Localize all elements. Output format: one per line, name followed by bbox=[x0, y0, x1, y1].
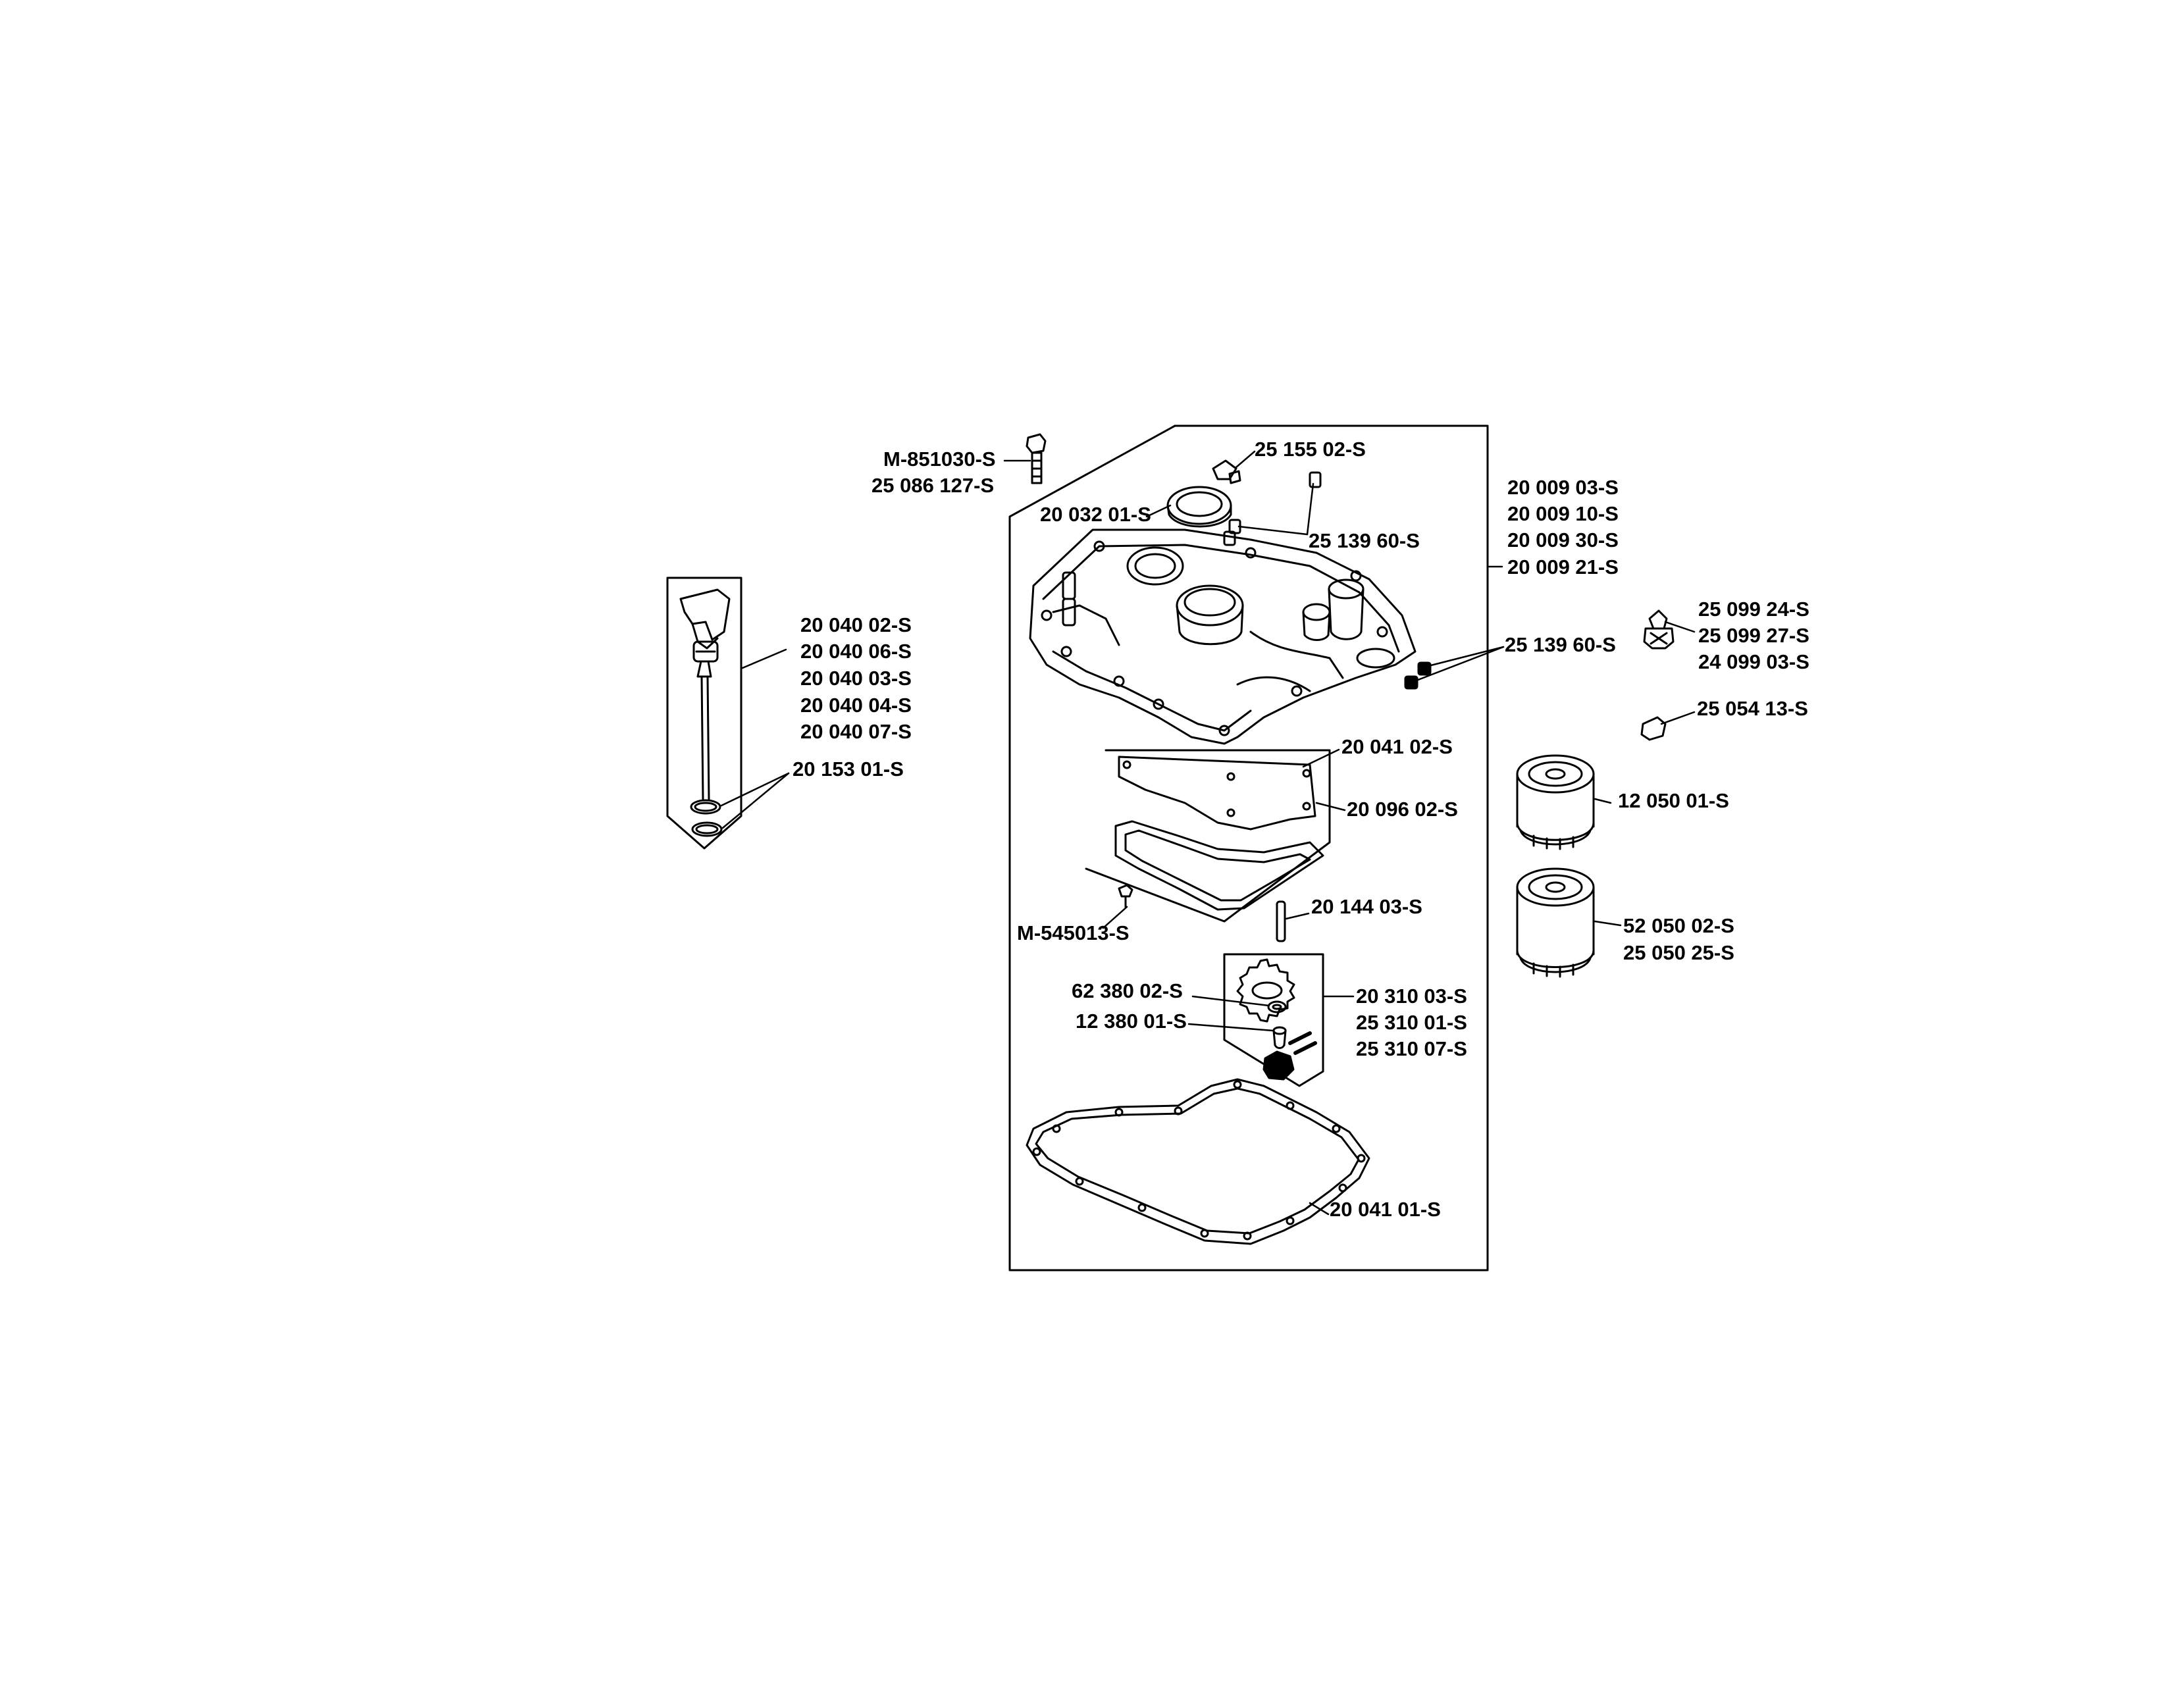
label-connector: 25 054 13-S bbox=[1697, 697, 1808, 720]
cover-plate-illustration bbox=[1029, 528, 1417, 745]
oil-pump-gear-illustration bbox=[1236, 958, 1295, 1023]
top-fitting-illustration bbox=[1212, 459, 1241, 484]
label-oil-filter-1: 12 050 01-S bbox=[1618, 789, 1729, 812]
label-dipstick-kit-4: 20 040 04-S bbox=[800, 694, 912, 717]
label-switch-1: 25 099 24-S bbox=[1698, 598, 1809, 621]
label-oil-pump-3: 25 310 07-S bbox=[1356, 1037, 1467, 1060]
label-dipstick-kit-5: 20 040 07-S bbox=[800, 720, 912, 743]
label-dipstick-o-ring: 20 153 01-S bbox=[793, 757, 904, 781]
connector-illustration bbox=[1640, 716, 1667, 741]
pin-illustration bbox=[1276, 900, 1286, 942]
washer-illustration bbox=[1267, 1000, 1287, 1014]
label-top-screw-1: M-851030-S bbox=[883, 448, 996, 471]
label-oil-pump-2: 25 310 01-S bbox=[1356, 1011, 1467, 1034]
oil-pump-frame bbox=[1223, 953, 1324, 1087]
label-dipstick-kit-2: 20 040 06-S bbox=[800, 640, 912, 663]
label-gasket-plate: 20 041 02-S bbox=[1341, 735, 1453, 758]
top-screw-illustration bbox=[1026, 433, 1047, 484]
label-oil-pump-1: 20 310 03-S bbox=[1356, 985, 1467, 1008]
dipstick-group-frame bbox=[666, 577, 742, 850]
switch-illustration bbox=[1643, 609, 1675, 650]
label-top-screw-2: 25 086 127-S bbox=[871, 474, 995, 497]
label-small-screw: M-545013-S bbox=[1017, 921, 1130, 944]
oil-filter-1-illustration bbox=[1516, 754, 1595, 850]
top-plug-illustrations bbox=[1223, 471, 1432, 690]
label-washer: 62 380 02-S bbox=[1072, 979, 1183, 1002]
label-cover-2: 20 009 10-S bbox=[1507, 502, 1619, 525]
label-switch-3: 24 099 03-S bbox=[1698, 650, 1809, 673]
label-main-gasket: 20 041 01-S bbox=[1330, 1198, 1441, 1221]
oil-filter-2-illustration bbox=[1516, 867, 1595, 978]
main-gasket-illustration bbox=[1026, 1078, 1370, 1245]
gasket-plate-illustration bbox=[1118, 756, 1316, 831]
label-cover-4: 20 009 21-S bbox=[1507, 555, 1619, 578]
label-cover-1: 20 009 03-S bbox=[1507, 476, 1619, 499]
label-dipstick-kit-3: 20 040 03-S bbox=[800, 667, 912, 690]
baffle-plate-illustration bbox=[1114, 820, 1324, 911]
label-right-plug: 25 139 60-S bbox=[1505, 633, 1616, 656]
label-bushing: 12 380 01-S bbox=[1076, 1010, 1187, 1033]
pump-pins-illustration bbox=[1288, 1031, 1317, 1055]
oil-seal-illustration bbox=[1166, 486, 1232, 528]
main-assembly-frame bbox=[1008, 424, 1489, 1271]
label-oil-filter-2a: 52 050 02-S bbox=[1623, 914, 1734, 937]
label-oil-filter-2b: 25 050 25-S bbox=[1623, 941, 1734, 964]
label-top-fitting: 25 155 02-S bbox=[1255, 438, 1366, 461]
label-baffle-plate: 20 096 02-S bbox=[1347, 798, 1458, 821]
leader-lines bbox=[720, 450, 1696, 1216]
bushing-illustration bbox=[1272, 1026, 1287, 1049]
plate-group-frame bbox=[1085, 749, 1331, 923]
pump-rotor-illustration bbox=[1262, 1050, 1295, 1081]
label-dipstick-kit-1: 20 040 02-S bbox=[800, 613, 912, 636]
label-pin: 20 144 03-S bbox=[1311, 895, 1422, 918]
label-switch-2: 25 099 27-S bbox=[1698, 624, 1809, 647]
small-screw-illustration bbox=[1118, 884, 1133, 908]
label-top-plug: 25 139 60-S bbox=[1309, 529, 1420, 552]
label-oil-seal: 20 032 01-S bbox=[1040, 503, 1151, 526]
label-cover-3: 20 009 30-S bbox=[1507, 528, 1619, 552]
dipstick-illustration bbox=[679, 588, 731, 837]
